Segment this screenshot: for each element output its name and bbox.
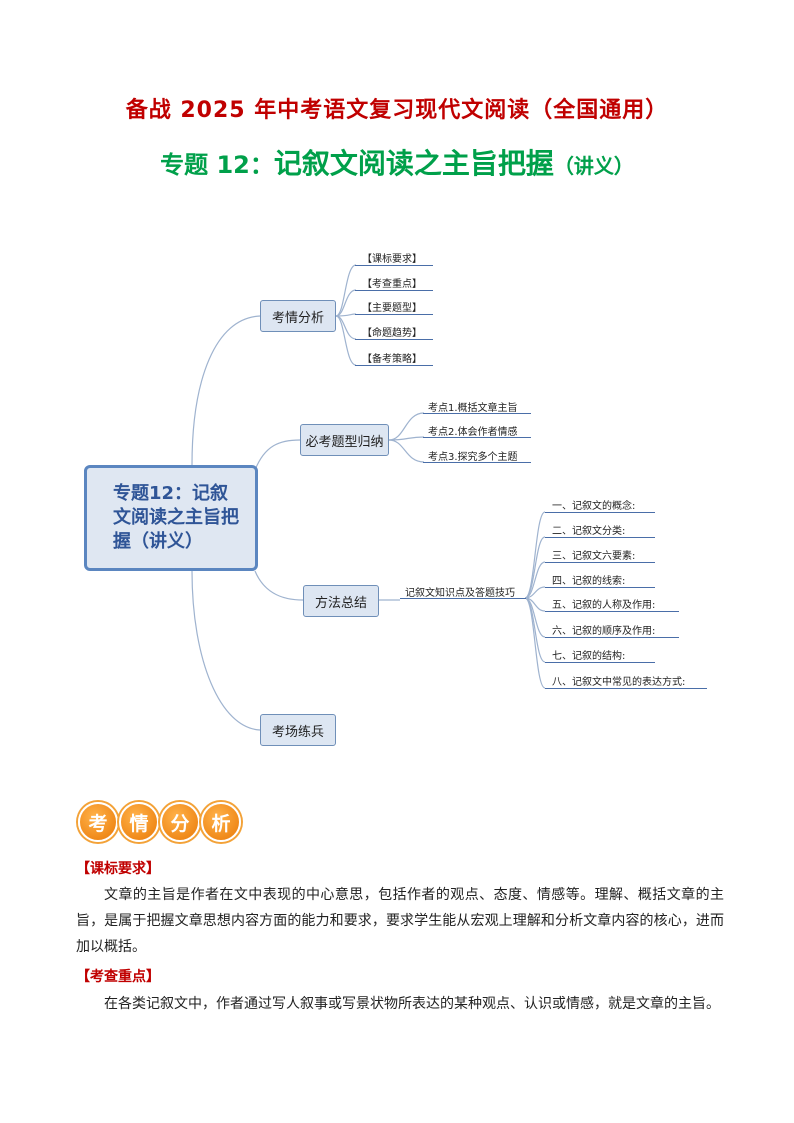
connector-kaochang — [191, 570, 261, 731]
mindmap-node-kaoqing[interactable]: 考情分析 — [260, 300, 336, 332]
badge-char-3: 分 — [160, 802, 200, 842]
leaf-kaoqing-1[interactable]: 【课标要求】 — [362, 254, 422, 265]
badge-char-4: 析 — [201, 802, 241, 842]
connector-fangfa — [254, 570, 304, 601]
badge-char-1: 考 — [78, 802, 118, 842]
leaf-kaoqing-4[interactable]: 【命题趋势】 — [362, 328, 422, 339]
section-heading-kaocha: 【考查重点】 — [76, 969, 160, 985]
document-subtitle: 专题 12：记叙文阅读之主旨把握（讲义） — [0, 142, 794, 182]
connector-kaoqing — [191, 315, 261, 466]
leaf-kaoqing-3[interactable]: 【主要题型】 — [362, 303, 422, 314]
leaf-kaoqing-2[interactable]: 【考查重点】 — [362, 279, 422, 290]
mindmap-connectors — [191, 264, 546, 731]
leaf-fangfa-8[interactable]: 八、记叙文中常见的表达方式: — [552, 677, 686, 688]
section-text-kaocha: 在各类记叙文中，作者通过写人叙事或写景状物所表达的某种观点、认识或情感，就是文章… — [104, 996, 720, 1012]
leaf-fangfa-5[interactable]: 五、记叙的人称及作用: — [552, 600, 656, 611]
leaf-fangfa-1[interactable]: 一、记叙文的概念: — [552, 501, 636, 512]
subtitle-main: 记叙文阅读之主旨把握 — [273, 147, 554, 180]
leaf-fangfa-3[interactable]: 三、记叙文六要素: — [552, 551, 636, 562]
leaf-fangfa-2[interactable]: 二、记叙文分类: — [552, 526, 626, 537]
leaf-bikao-3[interactable]: 考点3.探究多个主题 — [428, 452, 518, 463]
mindmap-center-node[interactable]: 专题12：记叙文阅读之主旨把握（讲义） — [84, 465, 258, 571]
mindmap-node-kaochang[interactable]: 考场练兵 — [260, 714, 336, 746]
leaf-fangfa-7[interactable]: 七、记叙的结构: — [552, 651, 626, 662]
badge-char-2: 情 — [119, 802, 159, 842]
subtitle-prefix: 专题 12： — [160, 151, 274, 179]
mindmap-node-bikao[interactable]: 必考题型归纳 — [300, 424, 389, 456]
leaf-fangfa-4[interactable]: 四、记叙的线索: — [552, 576, 626, 587]
leaf-fangfa-6[interactable]: 六、记叙的顺序及作用: — [552, 626, 656, 637]
leaf-fangfa-sub[interactable]: 记叙文知识点及答题技巧 — [405, 588, 515, 599]
section-heading-kebiao: 【课标要求】 — [76, 861, 160, 877]
leaf-bikao-1[interactable]: 考点1.概括文章主旨 — [428, 403, 518, 414]
connector-bikao — [254, 439, 301, 471]
leaf-bikao-2[interactable]: 考点2.体会作者情感 — [428, 427, 518, 438]
subtitle-suffix: （讲义） — [553, 154, 634, 178]
section-text-kebiao: 文章的主旨是作者在文中表现的中心意思，包括作者的观点、态度、情感等。理解、概括文… — [76, 887, 724, 955]
section-badge: 考 情 分 析 — [78, 802, 242, 844]
mindmap-node-fangfa[interactable]: 方法总结 — [303, 585, 379, 617]
document-title: 备战 2025 年中考语文复习现代文阅读（全国通用） — [125, 98, 669, 123]
leaf-kaoqing-5[interactable]: 【备考策略】 — [362, 354, 422, 365]
